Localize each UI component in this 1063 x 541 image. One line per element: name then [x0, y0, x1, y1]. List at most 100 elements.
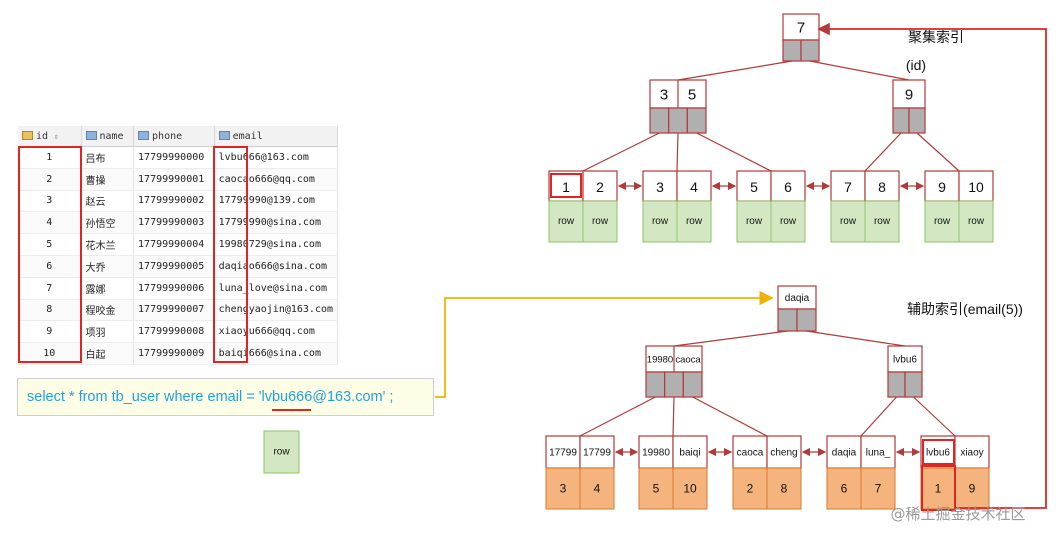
email-cell: lvbu666@163.com — [214, 146, 339, 169]
secondary-leaf-key: lvbu6 — [926, 448, 950, 459]
primary-key-value: 6 — [841, 482, 848, 496]
row-label: row — [746, 216, 763, 227]
name-cell: 曹操 — [81, 168, 135, 191]
primary-key-cell — [579, 467, 615, 510]
sort-icon[interactable]: ⇕ — [54, 131, 59, 141]
primary-key-cell — [920, 467, 956, 510]
clustered-leaf-key: 3 — [656, 179, 664, 195]
column-icon — [218, 130, 230, 140]
row-legend-label: row — [273, 447, 290, 458]
primary-key-value: 4 — [594, 482, 601, 496]
pointer-cell — [800, 39, 820, 62]
column-header-email[interactable]: email — [214, 126, 339, 147]
column-header-phone[interactable]: phone — [133, 126, 215, 147]
primary-key-cell — [732, 467, 768, 510]
tree-edge — [864, 132, 902, 172]
secondary-leaf-key: daqia — [832, 448, 857, 459]
clustered-leaf-key-cell — [582, 170, 618, 202]
clustered-leaf-key: 5 — [750, 179, 758, 195]
clustered-leaf-key-cell — [642, 170, 678, 202]
phone-cell: 17799990007 — [133, 299, 215, 322]
secondary-internal-key: caoca — [675, 355, 701, 366]
name-cell: 露娜 — [81, 277, 135, 300]
sql-query-text: select * from tb_user where email = 'lvb… — [27, 389, 394, 405]
secondary-leaf-key: 17799 — [549, 448, 577, 459]
primary-key-value: 7 — [875, 482, 882, 496]
primary-key-cell — [672, 467, 708, 510]
row-cell — [676, 200, 712, 243]
clustered-leaf-key: 4 — [690, 179, 698, 195]
pointer-cell — [682, 371, 703, 398]
name-cell: 花木兰 — [81, 233, 135, 256]
query-email-value: 'lvbu666@163.com' — [258, 389, 386, 405]
pointer-cell — [908, 107, 926, 134]
key-column-icon — [22, 130, 33, 140]
clustered-internal-key: 9 — [905, 87, 913, 104]
phone-cell: 17799990001 — [133, 168, 215, 191]
row-label: row — [780, 216, 797, 227]
primary-key-cell — [766, 467, 802, 510]
phone-cell: 17799990005 — [133, 255, 215, 278]
email-cell: caocao666@qq.com — [214, 168, 339, 191]
tree-edge — [692, 396, 768, 437]
row-cell — [864, 200, 900, 243]
secondary-leaf-key: xiaoy — [960, 448, 983, 459]
email-cell: 19980729@sina.com — [214, 233, 339, 256]
clustered-leaf-key: 6 — [784, 179, 792, 195]
highlighted-id-box — [921, 465, 956, 511]
id-cell: 2 — [18, 168, 82, 191]
id-cell: 6 — [18, 255, 82, 278]
row-label: row — [968, 216, 985, 227]
secondary-leaf-key: cheng — [770, 448, 797, 459]
id-cell: 10 — [18, 342, 82, 365]
column-icon — [138, 130, 150, 140]
secondary-leaf-key-cell — [766, 435, 802, 469]
email-prefix-highlight — [213, 146, 248, 363]
row-cell — [924, 200, 960, 243]
primary-key-cell — [860, 467, 896, 510]
row-cell — [582, 200, 618, 243]
row-label: row — [874, 216, 891, 227]
pointer-cell — [686, 107, 707, 134]
tree-edge — [579, 396, 656, 437]
secondary-index-title: 辅助索引(email(5)) — [907, 301, 1023, 317]
primary-key-cell — [545, 467, 581, 510]
pointer-cell — [645, 371, 666, 398]
secondary-leaf-key-cell — [638, 435, 674, 469]
pointer-cell — [904, 371, 923, 398]
secondary-internal-key: 19980 — [647, 355, 673, 366]
secondary-leaf-key: baiqi — [679, 448, 700, 459]
secondary-internal-key: lvbu6 — [893, 355, 917, 366]
tree-edge — [860, 396, 897, 437]
primary-key-value: 10 — [683, 482, 697, 496]
pointer-cell — [668, 107, 688, 134]
primary-key-cell — [638, 467, 674, 510]
column-header-name[interactable]: name — [81, 126, 135, 147]
name-cell: 孙悟空 — [81, 211, 135, 235]
secondary-leaf-key: luna_ — [866, 448, 891, 459]
tree-edge — [913, 396, 956, 437]
row-label: row — [840, 216, 857, 227]
name-cell: 白起 — [81, 342, 135, 365]
row-cell — [736, 200, 772, 243]
name-cell: 程咬金 — [81, 299, 135, 322]
name-cell: 项羽 — [81, 320, 135, 344]
clustered-leaf-key: 2 — [596, 179, 604, 195]
name-cell: 大乔 — [81, 255, 135, 278]
pointer-cell — [664, 371, 684, 398]
row-cell — [642, 200, 678, 243]
column-icon — [85, 130, 97, 140]
email-cell: xiaoyu666@qq.com — [214, 320, 339, 344]
